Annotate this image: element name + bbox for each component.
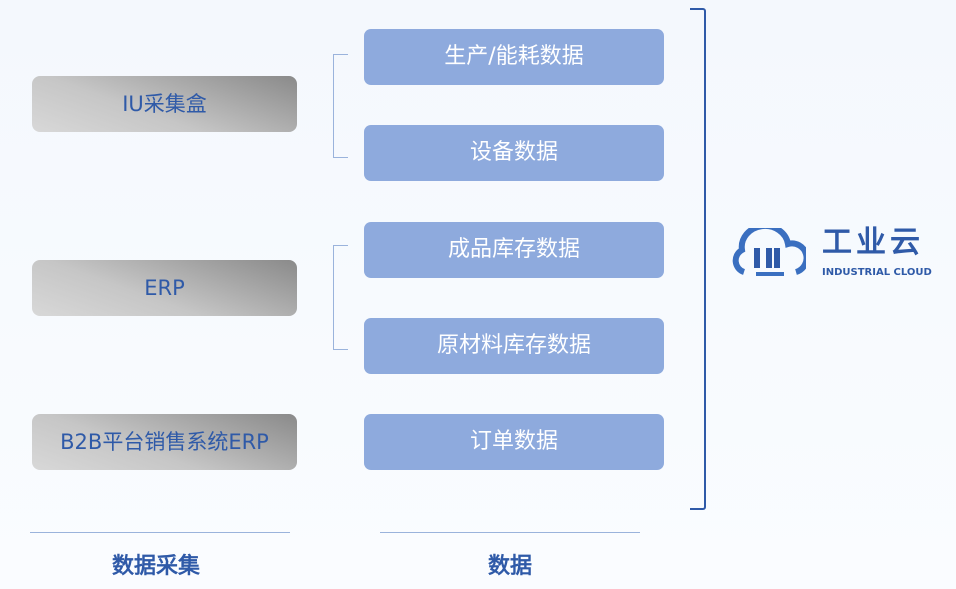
footer-data-collection: 数据采集: [112, 554, 201, 579]
cloud-icon: [732, 228, 806, 276]
source-iu-box: IU采集盒: [32, 76, 297, 132]
industrial-cloud-logo: 工业云 INDUSTRIAL CLOUD: [730, 226, 940, 282]
source-erp: ERP: [32, 260, 297, 316]
source-erp-label: ERP: [144, 276, 185, 300]
bracket-iu: [333, 54, 348, 158]
divider-left: [30, 532, 290, 533]
data-finished-inventory: 成品库存数据: [364, 222, 664, 278]
source-b2b-erp: B2B平台销售系统ERP: [32, 414, 297, 470]
data-raw-inventory: 原材料库存数据: [364, 318, 664, 374]
divider-right: [380, 532, 640, 533]
data-equipment: 设备数据: [364, 125, 664, 181]
bracket-all: [690, 8, 706, 510]
logo-en: INDUSTRIAL CLOUD: [822, 267, 932, 278]
source-iu-box-label: IU采集盒: [122, 92, 207, 116]
data-orders: 订单数据: [364, 414, 664, 470]
footer-data: 数据: [488, 554, 533, 579]
logo-cn: 工业云: [822, 225, 924, 260]
bracket-erp: [333, 245, 348, 350]
source-b2b-erp-label: B2B平台销售系统ERP: [60, 430, 269, 454]
data-production-energy: 生产/能耗数据: [364, 29, 664, 85]
